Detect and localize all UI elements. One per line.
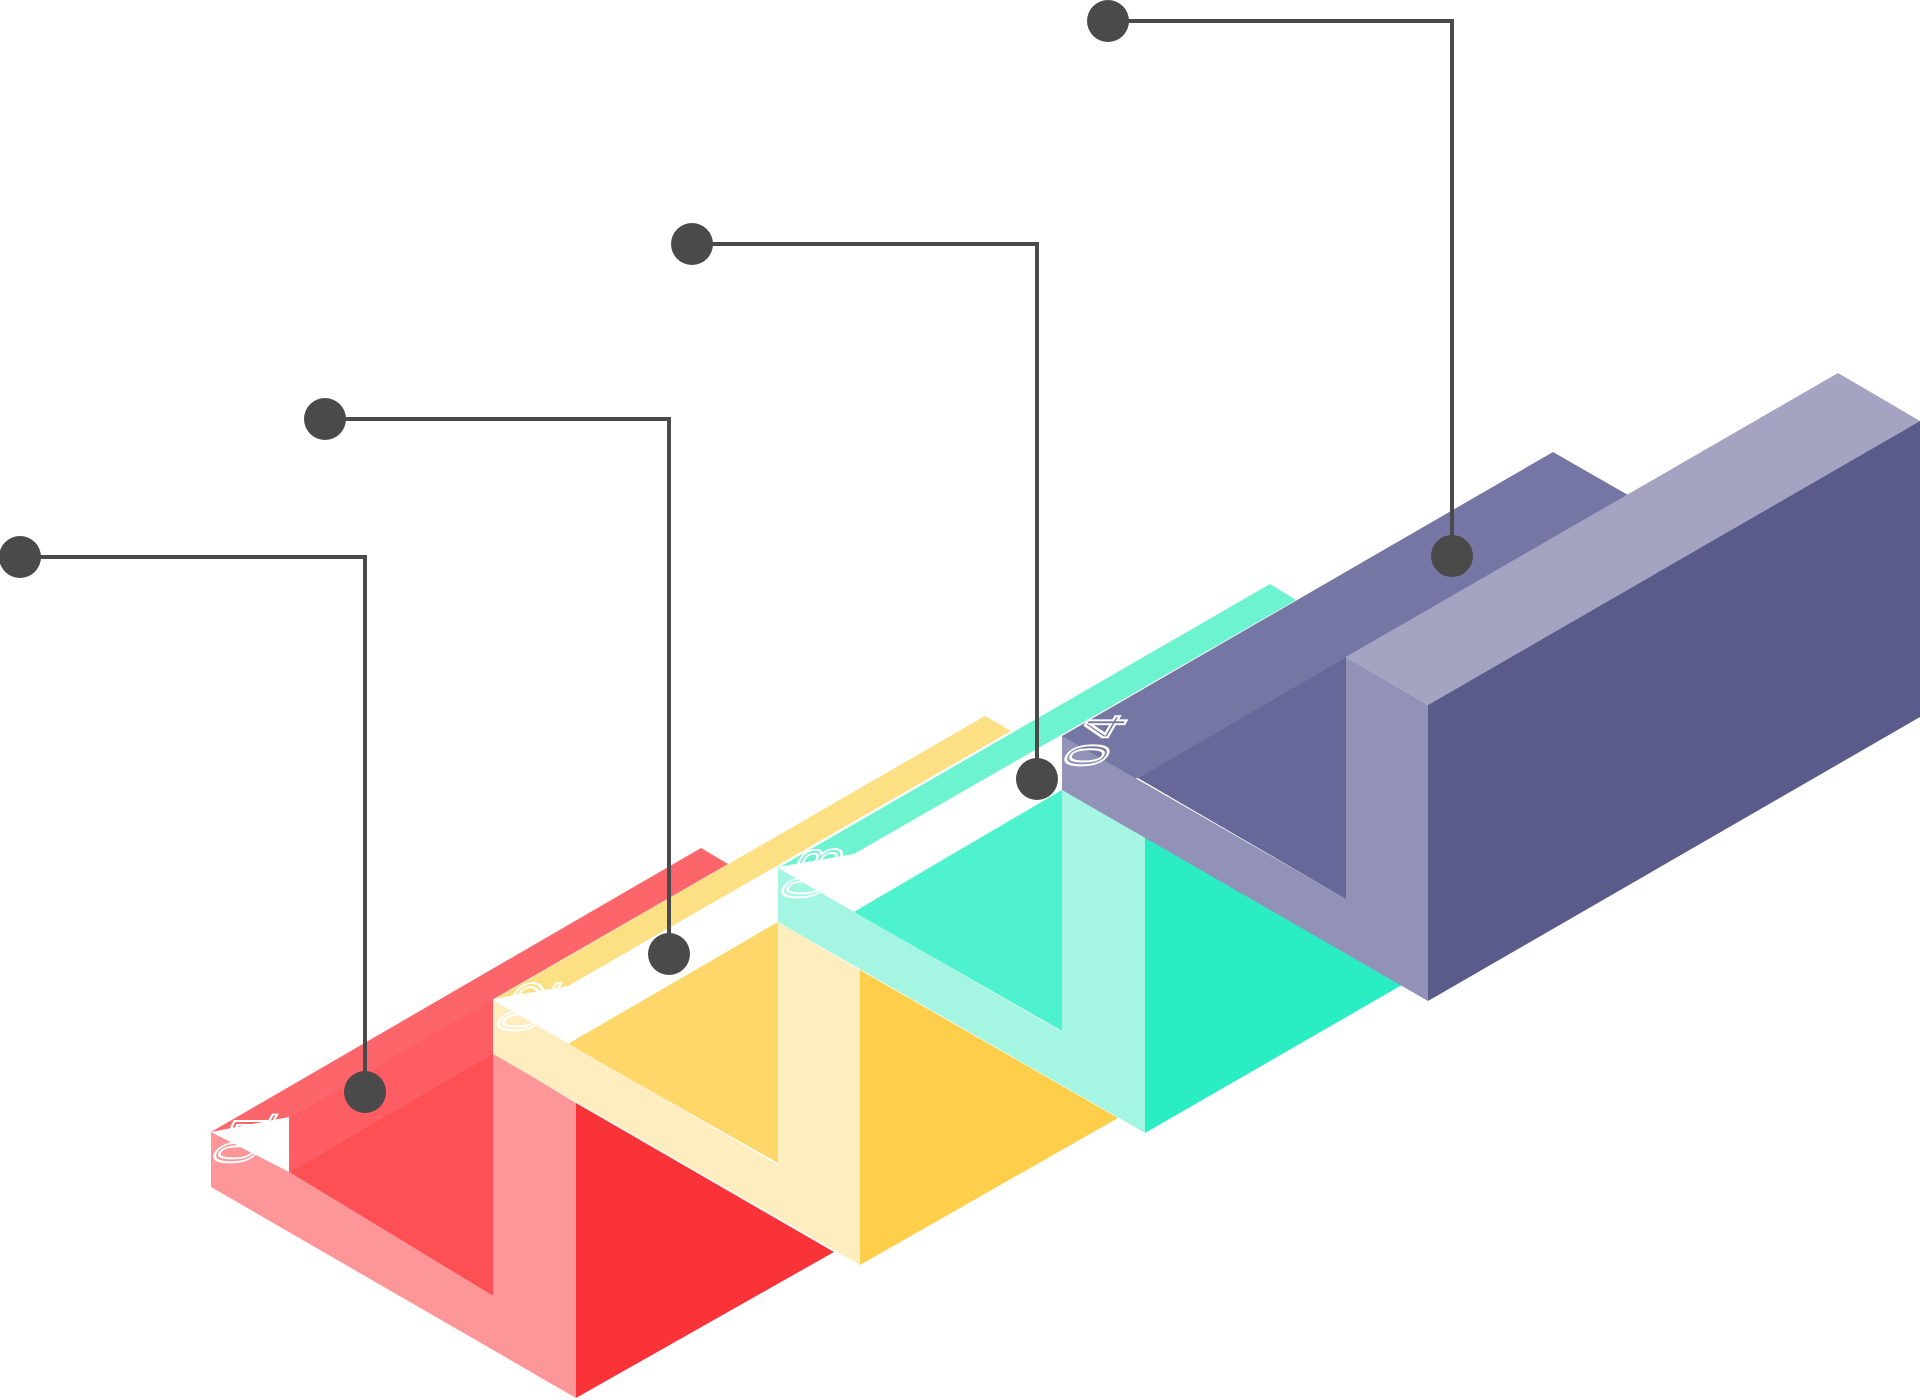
step-01-bottom-face — [211, 1053, 576, 1398]
connector-02-start-dot[interactable] — [304, 398, 346, 440]
step-02-bottom-face — [493, 922, 860, 1265]
step-04-cavity-back — [1138, 657, 1346, 899]
connector-01-end-dot[interactable] — [344, 1071, 386, 1113]
step-04-bottom-face — [1062, 657, 1428, 1001]
step-03-cavity-back — [854, 790, 1062, 1031]
connector-03-line — [692, 242, 1039, 779]
connector-03-start-dot[interactable] — [671, 223, 713, 265]
connector-02 — [304, 398, 690, 975]
connector-02-line — [325, 417, 671, 954]
step-03-front-face — [1145, 837, 1402, 1133]
step-01-top-face — [211, 848, 728, 1132]
step-04-top-back — [1346, 373, 1920, 705]
step-04-front-face — [1428, 421, 1920, 1001]
step-block-04: 04 — [1049, 373, 1920, 1001]
step-02-front-face — [860, 970, 1118, 1265]
step-02-top-face — [493, 716, 1011, 1000]
step-02-cavity-back — [568, 922, 778, 1163]
step-block-02: 02 — [482, 716, 1118, 1265]
connector-04-start-dot[interactable] — [1087, 0, 1129, 42]
step-03-bottom-face — [778, 790, 1145, 1133]
step-01-cavity-back — [289, 1053, 493, 1296]
connector-03-end-dot[interactable] — [1016, 758, 1058, 800]
connector-02-end-dot[interactable] — [648, 933, 690, 975]
connector-01 — [0, 536, 386, 1113]
connector-04 — [1087, 0, 1473, 577]
connector-03 — [671, 223, 1058, 800]
step-block-01: 01 — [198, 848, 834, 1398]
step-04-top-face — [1062, 452, 1628, 790]
connector-04-end-dot[interactable] — [1431, 535, 1473, 577]
connector-04-line — [1108, 19, 1454, 556]
step-01-top-inner — [289, 999, 493, 1172]
connector-01-line — [20, 555, 367, 1092]
step-01-front-face — [576, 1103, 834, 1398]
connector-01-start-dot[interactable] — [0, 536, 41, 578]
